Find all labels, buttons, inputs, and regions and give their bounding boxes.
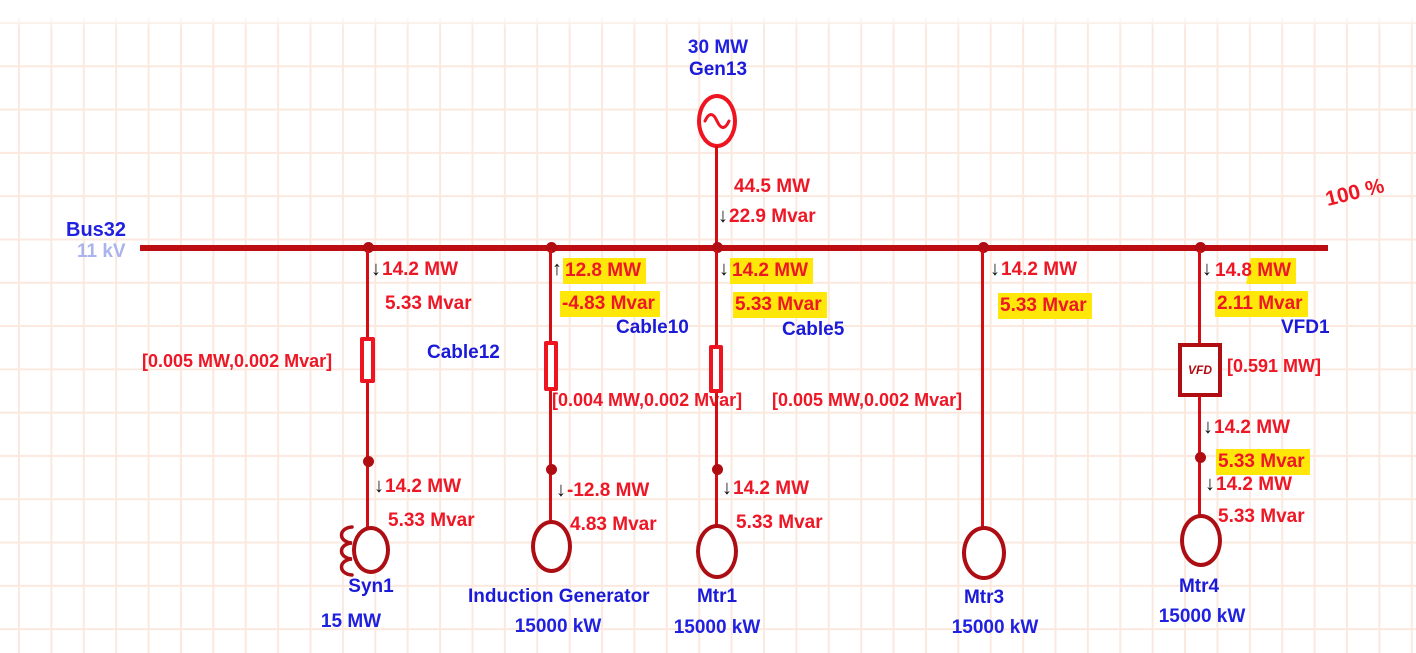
branch-node-dot bbox=[546, 464, 557, 475]
mtr4-machine-symbol[interactable] bbox=[1180, 514, 1222, 567]
induction-generator-flow-mw: ↓-12.8 MW bbox=[556, 479, 650, 501]
vfd1-symbol[interactable]: VFD bbox=[1178, 343, 1222, 397]
mtr4-rating-label: 15000 kW bbox=[1158, 606, 1246, 627]
mtr4-flow-mw: ↓14.2 MW bbox=[1205, 473, 1293, 495]
mtr3-machine-symbol[interactable] bbox=[962, 526, 1006, 580]
vfd1-mid-flow-mw: ↓14.2 MW bbox=[1203, 416, 1291, 438]
top-fade bbox=[0, 0, 1416, 28]
mtr1-flow-mvar: 5.33 Mvar bbox=[736, 512, 823, 533]
mtr1-rating-label: 15000 kW bbox=[673, 617, 761, 638]
branch-node-dot bbox=[363, 456, 374, 467]
flow-down-arrow-icon: ↓ bbox=[374, 475, 384, 497]
cable10-top-flow-mvar: -4.83 Mvar bbox=[560, 291, 660, 317]
cable10-name-label: Cable10 bbox=[616, 317, 689, 338]
vfd1-top-flow-mw: ↓14.8 MW bbox=[1202, 258, 1297, 284]
mtr1-flow-mw: ↓14.2 MW bbox=[722, 477, 810, 499]
vfd1-top-flow-mvar: 2.11 Mvar bbox=[1215, 291, 1308, 317]
branch-line-mtr3[interactable] bbox=[981, 250, 984, 527]
flow-down-arrow-icon: ↓ bbox=[371, 258, 381, 280]
branch-node-dot bbox=[1195, 452, 1206, 463]
flow-down-arrow-icon: ↓ bbox=[722, 477, 732, 499]
induction-generator-symbol[interactable] bbox=[531, 520, 572, 573]
mtr3-name-label: Mtr3 bbox=[963, 587, 1005, 608]
syn1-flow-mvar: 5.33 Mvar bbox=[388, 510, 475, 531]
flow-down-arrow-icon: ↓ bbox=[718, 205, 728, 227]
cable5-loss-label: [0.005 MW,0.002 Mvar] bbox=[772, 390, 963, 410]
generator-name-label: Gen13 bbox=[688, 59, 748, 80]
bus-tap-dot bbox=[546, 242, 557, 253]
cable12-top-flow-mvar: 5.33 Mvar bbox=[385, 293, 472, 314]
cable12-name-label: Cable12 bbox=[427, 342, 500, 363]
flow-up-arrow-icon: ↑ bbox=[552, 258, 562, 280]
cable10-top-flow-mw: ↑12.8 MW bbox=[552, 258, 647, 284]
generator-rating-label: 30 MW bbox=[687, 37, 749, 58]
mtr3-flow-mw: ↓14.2 MW bbox=[990, 258, 1078, 280]
cable5-top-flow-mw: ↓14.2 MW bbox=[719, 258, 814, 284]
cable12-top-flow-mw: ↓14.2 MW bbox=[371, 258, 459, 280]
generator-sine-icon bbox=[703, 113, 731, 129]
induction-generator-rating-label: 15000 kW bbox=[514, 616, 602, 637]
bus-tap-dot bbox=[363, 242, 374, 253]
mtr3-rating-label: 15000 kW bbox=[951, 617, 1039, 638]
bus-voltage-label: 11 kV bbox=[77, 241, 126, 262]
generator-symbol[interactable] bbox=[697, 94, 737, 148]
syn1-machine-symbol[interactable] bbox=[352, 526, 390, 574]
mtr4-flow-mvar: 5.33 Mvar bbox=[1218, 506, 1305, 527]
synchronous-machine-curl-icon bbox=[339, 525, 354, 577]
vfd1-name-label: VFD1 bbox=[1281, 317, 1330, 338]
cable10-loss-label: [0.004 MW,0.002 Mvar] bbox=[552, 390, 743, 410]
bus-loading-percent-label: 100 % bbox=[1323, 174, 1387, 212]
mtr1-name-label: Mtr1 bbox=[696, 586, 738, 607]
bus-tap-dot bbox=[978, 242, 989, 253]
cable10-symbol[interactable] bbox=[544, 341, 558, 391]
cable12-symbol[interactable] bbox=[360, 337, 375, 383]
induction-generator-name-label: Induction Generator bbox=[468, 586, 650, 607]
branch-line-vfd1-upper[interactable] bbox=[1198, 250, 1201, 345]
cable5-symbol[interactable] bbox=[709, 345, 723, 393]
mtr3-flow-mvar: 5.33 Mvar bbox=[998, 293, 1092, 319]
bus-name-label: Bus32 bbox=[66, 219, 127, 241]
bus-line[interactable] bbox=[140, 245, 1328, 251]
generator-flow-mw: 44.5 MW bbox=[734, 176, 811, 197]
syn1-name-label: Syn1 bbox=[348, 576, 394, 597]
generator-flow-mvar: ↓22.9 Mvar bbox=[718, 205, 816, 227]
cable5-top-flow-mvar: 5.33 Mvar bbox=[733, 292, 827, 318]
flow-down-arrow-icon: ↓ bbox=[556, 479, 566, 501]
vfd1-loss-label: [0.591 MW] bbox=[1227, 356, 1322, 376]
flow-down-arrow-icon: ↓ bbox=[990, 258, 1000, 280]
cable12-loss-label: [0.005 MW,0.002 Mvar] bbox=[142, 351, 333, 371]
flow-down-arrow-icon: ↓ bbox=[1202, 258, 1212, 280]
induction-generator-flow-mvar: 4.83 Mvar bbox=[570, 514, 657, 535]
syn1-flow-mw: ↓14.2 MW bbox=[374, 475, 462, 497]
bus-tap-dot bbox=[1195, 242, 1206, 253]
generator-feeder-line[interactable] bbox=[715, 146, 718, 247]
flow-down-arrow-icon: ↓ bbox=[1203, 416, 1213, 438]
mtr1-machine-symbol[interactable] bbox=[696, 524, 738, 579]
flow-down-arrow-icon: ↓ bbox=[1205, 473, 1215, 495]
branch-node-dot bbox=[712, 464, 723, 475]
bus-tap-dot bbox=[712, 242, 723, 253]
cable5-name-label: Cable5 bbox=[782, 319, 845, 340]
syn1-rating-label: 15 MW bbox=[320, 611, 382, 632]
branch-line-cable12[interactable] bbox=[366, 250, 369, 527]
flow-down-arrow-icon: ↓ bbox=[719, 258, 729, 280]
vfd-box-text: VFD bbox=[1188, 363, 1212, 377]
vfd1-mid-flow-mvar: 5.33 Mvar bbox=[1216, 449, 1310, 475]
mtr4-name-label: Mtr4 bbox=[1178, 576, 1220, 597]
